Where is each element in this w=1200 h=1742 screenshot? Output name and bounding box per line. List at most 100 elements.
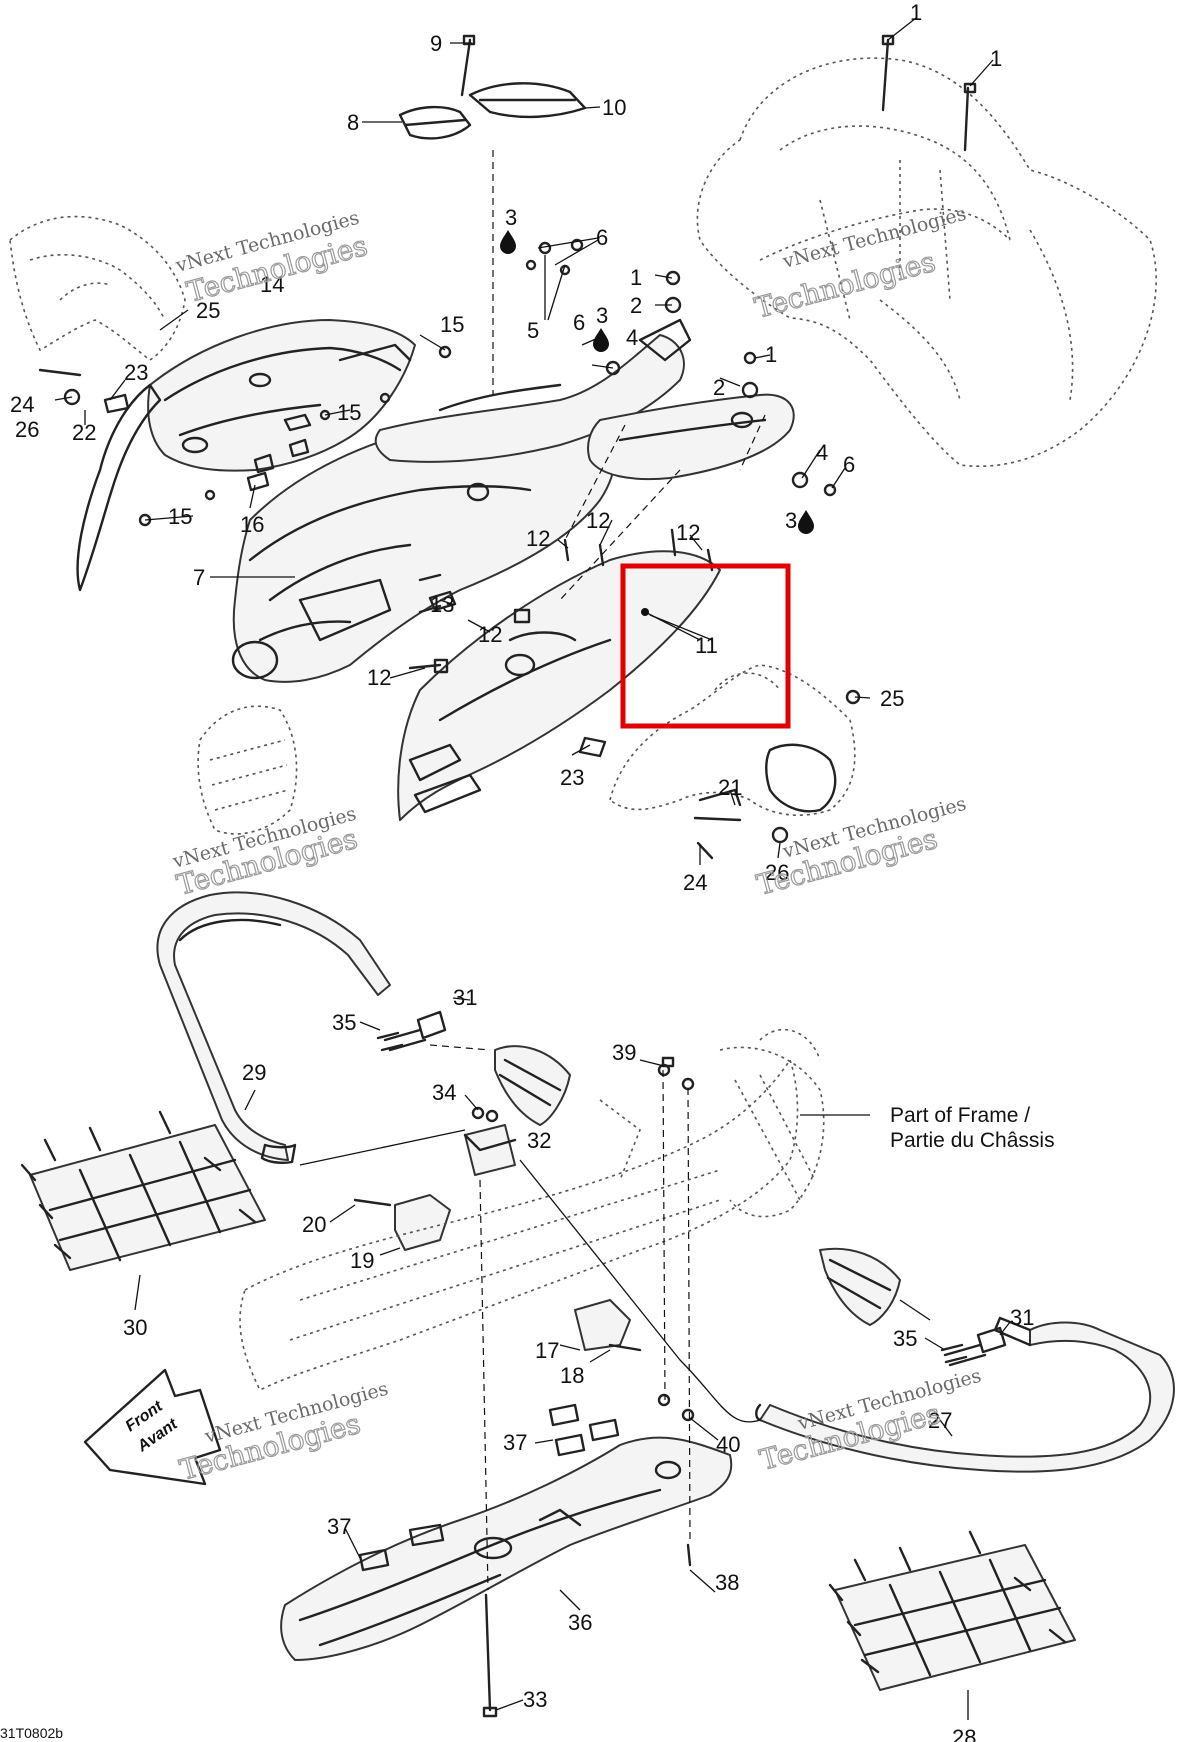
callout-33: 33 (523, 1687, 547, 1712)
callout-24: 24 (683, 870, 707, 895)
frame-dotted (239, 1028, 825, 1392)
callout-12: 12 (478, 622, 502, 647)
callout-12: 12 (586, 508, 610, 533)
callout-27: 27 (928, 1408, 952, 1433)
callout-36: 36 (568, 1610, 592, 1635)
callout-28: 28 (952, 1725, 976, 1742)
callout-22: 22 (72, 420, 96, 445)
callout-13: 13 (430, 592, 454, 617)
rear-bumper (755, 1316, 1175, 1473)
callout-2: 2 (630, 293, 642, 318)
callout-23: 23 (560, 765, 584, 790)
rear-fender-lower-dotted (609, 664, 856, 816)
callout-29: 29 (242, 1060, 266, 1085)
callout-35: 35 (893, 1326, 917, 1351)
callout-15: 15 (168, 504, 192, 529)
bracket-31-right (943, 1326, 1007, 1367)
callout-4: 4 (816, 440, 828, 465)
callout-6: 6 (573, 310, 585, 335)
callout-26: 26 (15, 417, 39, 442)
pads-37-upper (548, 1403, 620, 1457)
callout-39: 39 (612, 1040, 636, 1065)
callout-1: 1 (630, 265, 642, 290)
callout-35: 35 (332, 1010, 356, 1035)
rack-right (828, 1530, 1076, 1691)
callout-16: 16 (240, 512, 264, 537)
callout-7: 7 (193, 565, 205, 590)
callout-12: 12 (526, 526, 550, 551)
footrest-left (494, 1045, 571, 1126)
callout-8: 8 (347, 110, 359, 135)
pads-16 (246, 413, 312, 492)
callout-1: 1 (990, 46, 1002, 71)
drop-icon (593, 328, 609, 352)
lower-body-panel (397, 550, 721, 821)
frame-note-line1: Part of Frame / (890, 1104, 1030, 1127)
callout-5: 5 (527, 318, 539, 343)
callout-15: 15 (337, 400, 361, 425)
callout-25: 25 (880, 686, 904, 711)
callout-3: 3 (505, 205, 517, 230)
callout-3: 3 (596, 303, 608, 328)
fluid-drop-icons (500, 230, 814, 534)
skid-plate (280, 1436, 733, 1661)
callout-6: 6 (596, 225, 608, 250)
callout-15: 15 (440, 312, 464, 337)
callout-25: 25 (196, 298, 220, 323)
bracket-10 (468, 82, 587, 119)
callout-21: 21 (718, 775, 742, 800)
callout-34: 34 (432, 1080, 456, 1105)
callout-4: 4 (626, 325, 638, 350)
fasteners (38, 34, 977, 860)
right-side-panel (587, 393, 795, 481)
callout-32: 32 (527, 1128, 551, 1153)
callout-19: 19 (350, 1248, 374, 1273)
frame-note-line2: Partie du Châssis (890, 1129, 1055, 1152)
part-11-highlight[interactable] (620, 563, 791, 729)
callout-31: 31 (453, 985, 477, 1010)
callout-11: 11 (695, 633, 718, 658)
rear-fender-dotted (696, 57, 1157, 468)
footrest-right (819, 1247, 901, 1326)
front-fender-dotted (9, 215, 186, 361)
callout-24: 24 (10, 392, 34, 417)
mount-32 (463, 1063, 695, 1422)
callout-12: 12 (676, 520, 700, 545)
callout-14: 14 (260, 272, 284, 297)
left-side-panel (76, 319, 416, 592)
callout-23: 23 (124, 360, 148, 385)
center-body-panel (231, 411, 616, 683)
callout-17: 17 (535, 1338, 559, 1363)
callout-18: 18 (560, 1363, 584, 1388)
callout-labels: 1 1 1 1 2 2 3 3 3 4 4 5 6 6 6 7 8 9 10 1… (10, 0, 1034, 1742)
drop-icon (500, 230, 516, 254)
callout-31: 31 (1010, 1305, 1034, 1330)
callout-20: 20 (302, 1212, 326, 1237)
callout-30: 30 (123, 1315, 147, 1340)
bracket-17 (574, 1299, 642, 1352)
callout-40: 40 (716, 1432, 740, 1457)
callout-9: 9 (430, 31, 442, 56)
pads-37-lower (358, 1523, 445, 1572)
upper-console (374, 318, 692, 463)
drop-icon (798, 510, 814, 534)
bracket-31-left (383, 1010, 447, 1052)
front-grill-dotted (197, 705, 298, 835)
bracket-19 (353, 1194, 451, 1251)
front-bumper (156, 891, 391, 1164)
drawing-code: 31T0802b (0, 1725, 63, 1741)
rack-left (20, 1110, 266, 1271)
callout-1: 1 (765, 342, 777, 367)
callout-38: 38 (715, 1570, 739, 1595)
callout-12: 12 (367, 665, 391, 690)
callout-37: 37 (327, 1514, 351, 1539)
bracket-8 (398, 105, 472, 140)
callout-1: 1 (910, 0, 922, 25)
frame-note: Part of Frame / Partie du Châssis (890, 1104, 1055, 1152)
callout-10: 10 (602, 95, 626, 120)
callout-3: 3 (785, 508, 797, 533)
bolt-33 (482, 1593, 498, 1718)
screws-bottom (376, 1031, 968, 1567)
callout-2: 2 (713, 375, 725, 400)
